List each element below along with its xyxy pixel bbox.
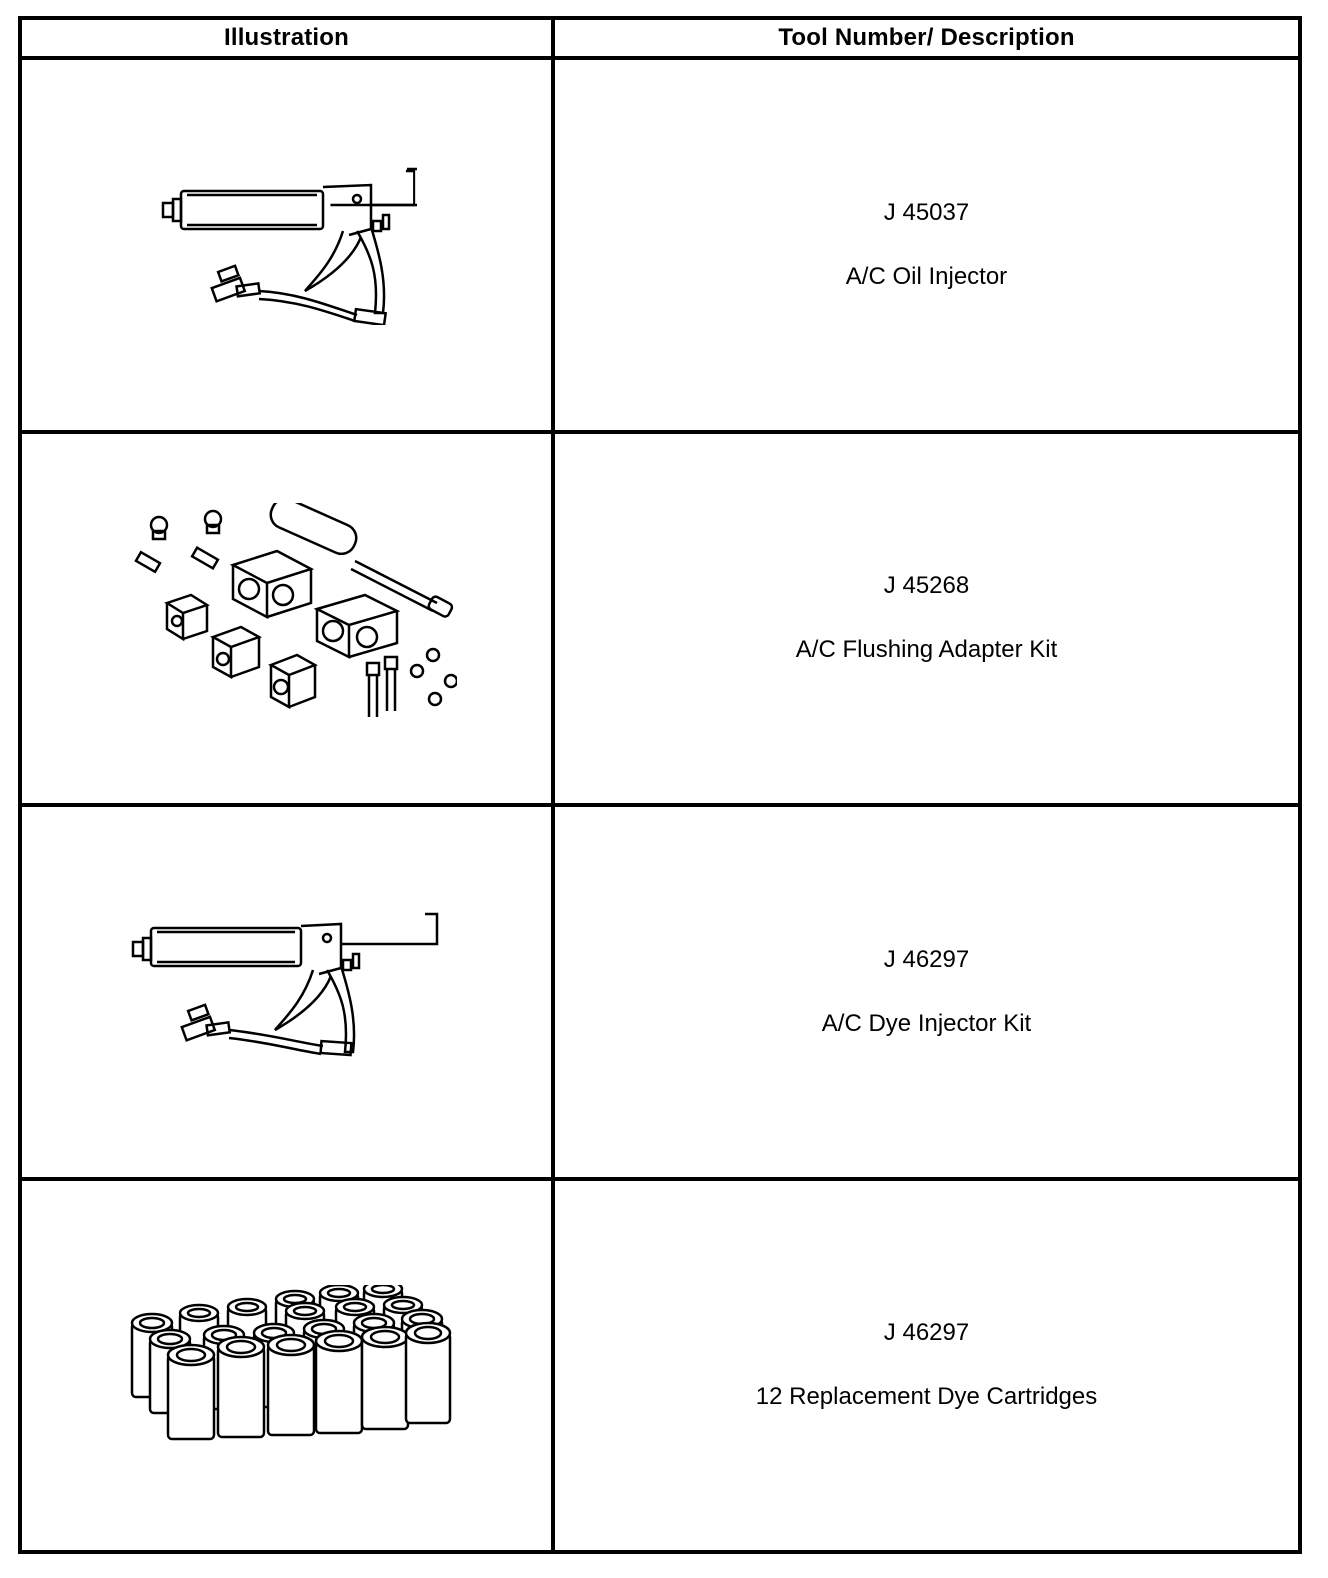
table-row: J 46297 A/C Dye Injector Kit <box>18 803 1302 1181</box>
tool-description: 12 Replacement Dye Cartridges <box>755 1383 1098 1411</box>
oil-injector-gun-icon <box>161 167 417 325</box>
illustration-cell <box>18 1176 555 1554</box>
description-cell: J 46297 A/C Dye Injector Kit <box>551 803 1302 1181</box>
special-tools-table: Illustration Tool Number/ Description <box>18 16 1302 1554</box>
description-cell: J 46297 12 Replacement Dye Cartridges <box>551 1176 1302 1554</box>
tool-number: J 46297 <box>883 1319 970 1347</box>
table-header-row: Illustration Tool Number/ Description <box>18 16 1302 60</box>
dye-cartridges-icon <box>130 1285 451 1441</box>
description-cell: J 45268 A/C Flushing Adapter Kit <box>551 429 1302 807</box>
flushing-adapter-kit-icon <box>133 503 457 718</box>
illustration-cell <box>18 429 555 807</box>
tool-description: A/C Flushing Adapter Kit <box>795 636 1058 664</box>
tool-number: J 45037 <box>883 198 970 226</box>
table-row: J 45037 A/C Oil Injector <box>18 56 1302 434</box>
tool-number: J 45268 <box>883 572 970 600</box>
illustration-cell <box>18 56 555 434</box>
dye-injector-gun-icon <box>131 912 438 1057</box>
table-row: J 45268 A/C Flushing Adapter Kit <box>18 429 1302 807</box>
tool-number: J 46297 <box>883 945 970 973</box>
tool-description: A/C Dye Injector Kit <box>821 1009 1032 1037</box>
table-row: J 46297 12 Replacement Dye Cartridges <box>18 1176 1302 1554</box>
illustration-cell <box>18 803 555 1181</box>
tool-description: A/C Oil Injector <box>845 262 1008 290</box>
header-illustration: Illustration <box>18 16 555 60</box>
description-cell: J 45037 A/C Oil Injector <box>551 56 1302 434</box>
header-tool-number-description: Tool Number/ Description <box>551 16 1302 60</box>
